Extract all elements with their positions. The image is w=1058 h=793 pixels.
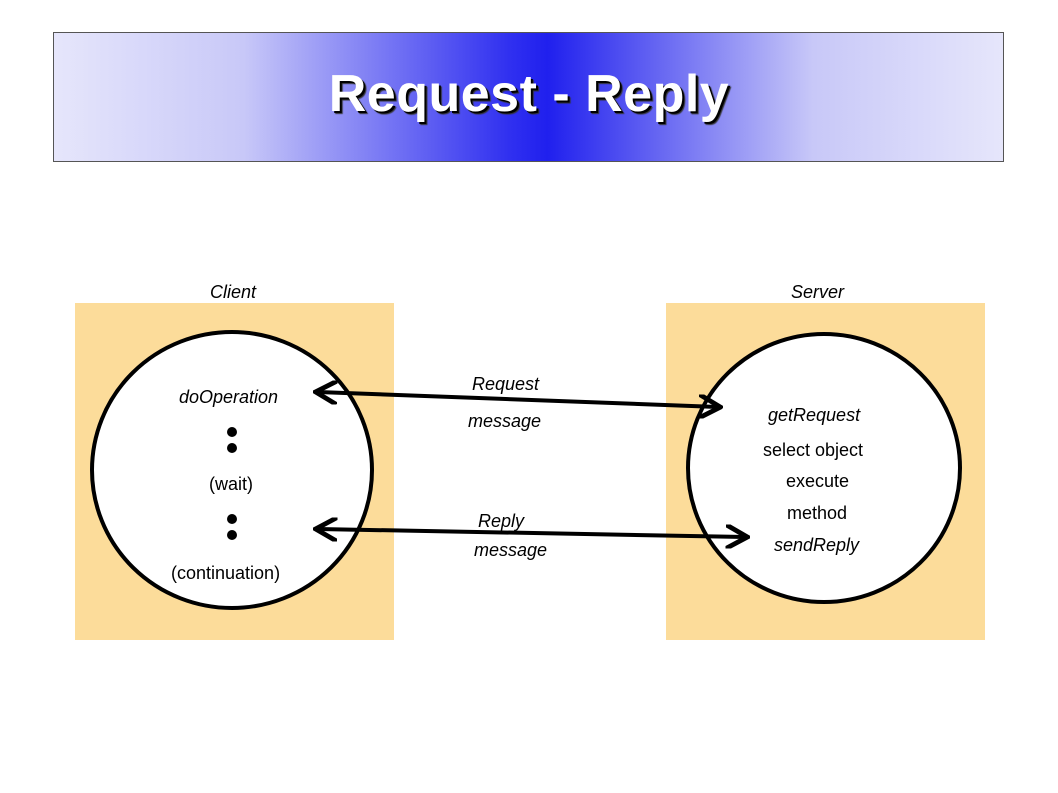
request-message-label-line1: Request: [472, 374, 540, 394]
server-send-reply-label: sendReply: [774, 535, 860, 555]
reply-message-label-line2: message: [474, 540, 548, 560]
client-heading: Client: [210, 282, 257, 302]
client-wait-label: (wait): [209, 474, 253, 494]
continuation-dot-top: [227, 514, 237, 524]
reply-message-label-line1: Reply: [478, 511, 525, 531]
server-heading: Server: [791, 282, 845, 302]
continuation-dot-bottom: [227, 530, 237, 540]
wait-dot-top: [227, 427, 237, 437]
server-method-label: method: [787, 503, 848, 523]
page-title: Request - Reply: [328, 65, 730, 123]
title-banner: [53, 32, 1004, 162]
request-arrow: [318, 392, 718, 407]
client-continuation-label: (continuation): [171, 563, 281, 583]
reply-arrow: [318, 529, 745, 537]
request-message-label-line2: message: [468, 411, 542, 431]
server-process-circle: [686, 332, 962, 604]
client-operation-label: doOperation: [179, 387, 279, 407]
server-select-object-label: select object: [763, 440, 864, 460]
server-get-request-label: getRequest: [768, 405, 861, 425]
wait-dot-bottom: [227, 443, 237, 453]
server-execute-label: execute: [786, 471, 850, 491]
client-process-circle: [90, 330, 374, 610]
